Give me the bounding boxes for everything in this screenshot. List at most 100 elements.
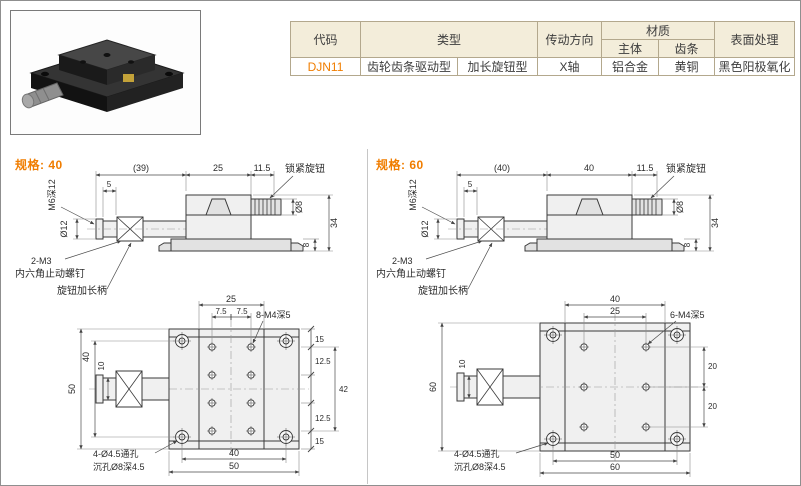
cell-surface: 黑色阳极氧化 (714, 57, 795, 76)
dim-knob-length: 11.5 (637, 163, 654, 173)
dim-shaft-dia: Ø12 (420, 220, 430, 237)
dim-row-gap-1: 20 (708, 362, 717, 371)
spec40-plan-view: 10 25 7.5 7.5 8-M4深5 50 40 (67, 294, 348, 476)
counterbore-note: 沉孔Ø8深4.5 (454, 462, 506, 472)
cell-material-rack: 黄铜 (658, 57, 715, 76)
product-code: DJN11 (290, 57, 361, 76)
spec60-panel: (40) 40 11.5 锁紧旋钮 5 M6深12 Ø12 (370, 151, 800, 485)
dim-hole-dx2: 7.5 (236, 307, 248, 316)
dim-overall-length: (39) (133, 163, 149, 173)
set-screw-count-label: 2-M3 (31, 256, 52, 266)
dim-plate-width: 60 (610, 462, 620, 472)
spec40-title: 规格: 40 (15, 158, 63, 172)
cell-material-body: 铝合金 (601, 57, 659, 76)
spec40-side-view: (39) 25 11.5 锁紧旋钮 5 M6深12 Ø12 (15, 162, 339, 297)
base-plate (536, 238, 673, 252)
spec40-drawings: (39) 25 11.5 锁紧旋钮 5 M6深12 Ø12 (15, 162, 348, 476)
m4-mounting-holes (207, 342, 256, 436)
through-hole-note: 4-Ø4.5通孔 (454, 449, 500, 459)
col-header-material: 材质 (601, 21, 715, 40)
dim-knob-length: 11.5 (254, 163, 271, 173)
lock-knob-label: 锁紧旋钮 (285, 162, 325, 175)
m4-holes-label: 8-M4深5 (256, 310, 291, 320)
dim-plate-height: 50 (67, 384, 77, 394)
dim-body-length: 40 (584, 163, 594, 173)
dim-offset: 5 (468, 180, 473, 189)
through-hole-note: 4-Ø4.5通孔 (93, 449, 139, 459)
dim-hole-dx1: 7.5 (215, 307, 227, 316)
col-header-direction: 传动方向 (537, 21, 602, 58)
dim-knob-dia: Ø8 (294, 201, 304, 213)
col-header-code: 代码 (290, 21, 361, 58)
dim-knob-dia: Ø8 (675, 201, 685, 213)
dim-overall-length: (40) (494, 163, 510, 173)
lock-knob-label: 锁紧旋钮 (666, 162, 706, 175)
spec60-drawings: (40) 40 11.5 锁紧旋钮 5 M6深12 Ø12 (376, 162, 720, 477)
base-ear-left (524, 242, 538, 252)
dim-plate-width: 50 (229, 461, 239, 471)
dim-body-length: 25 (213, 163, 223, 173)
set-screw-count-label: 2-M3 (392, 256, 413, 266)
handle-label: 旋钮加长柄 (418, 284, 468, 297)
spec60-side-view: (40) 40 11.5 锁紧旋钮 5 M6深12 Ø12 (376, 162, 720, 297)
stage-body (185, 194, 252, 240)
col-header-surface: 表面处理 (714, 21, 795, 58)
set-screw-label: 内六角止动螺钉 (376, 267, 446, 280)
spec60-plan-view: 10 40 25 6-M4深5 60 20 20 50 (428, 294, 717, 477)
handle-label: 旋钮加长柄 (57, 284, 107, 297)
dim-hole-col-width: 25 (610, 306, 620, 316)
spec40-panel: (39) 25 11.5 锁紧旋钮 5 M6深12 Ø12 (9, 151, 367, 485)
dim-hole-width: 40 (229, 448, 239, 458)
lock-knob (250, 198, 282, 216)
dim-stage-width: 25 (226, 294, 236, 304)
thread-label: M6深12 (408, 179, 418, 211)
table-row: DJN11 齿轮齿条驱动型 加长旋钮型 X轴 铝合金 黄铜 黑色阳极氧化 (290, 57, 795, 76)
dim-row-gap-2: 12.5 (315, 357, 331, 366)
lock-knob (631, 198, 663, 216)
dim-row-gap-2: 20 (708, 402, 717, 411)
dim-plate-height: 60 (428, 382, 438, 392)
col-header-type: 类型 (360, 21, 538, 58)
panel-divider (367, 149, 368, 484)
thread-label: M6深12 (47, 179, 57, 211)
dim-stage-width: 40 (610, 294, 620, 304)
gear-knob (205, 198, 232, 216)
base-plate (170, 238, 292, 252)
base-ear-left (158, 242, 172, 252)
product-photo (10, 10, 201, 135)
counterbore-note: 沉孔Ø8深4.5 (93, 462, 145, 472)
cell-direction: X轴 (537, 57, 602, 76)
dim-total-height: 34 (710, 218, 720, 228)
dim-base-height: 8 (302, 242, 311, 247)
spec-table: 代码 类型 传动方向 材质 表面处理 主体 齿条 DJN11 齿轮齿条驱动型 加… (290, 21, 795, 76)
dim-shaft-offset: 10 (458, 359, 467, 368)
dim-offset: 5 (107, 180, 112, 189)
cell-type-drive: 齿轮齿条驱动型 (360, 57, 458, 76)
set-screw-label: 内六角止动螺钉 (15, 267, 85, 280)
m4-holes-label: 6-M4深5 (670, 310, 705, 320)
stage-top (57, 39, 157, 85)
gear-knob (575, 198, 604, 216)
dim-base-height: 8 (683, 242, 692, 247)
m4-mounting-holes (579, 342, 651, 432)
spec60-title: 规格: 60 (376, 158, 424, 172)
product-photo-image (11, 11, 200, 134)
col-header-material-rack: 齿条 (658, 39, 715, 58)
dim-row-gap-4: 15 (315, 437, 324, 446)
dim-row-gap-3: 12.5 (315, 414, 331, 423)
dim-shaft-dia: Ø12 (59, 220, 69, 237)
corner-counterbore-holes (173, 332, 295, 446)
dim-hole-dy: 40 (81, 352, 91, 362)
dim-row-gap-1: 15 (315, 335, 324, 344)
dim-hole-width: 50 (610, 450, 620, 460)
dim-shaft-offset: 10 (97, 361, 106, 370)
corner-counterbore-holes (544, 326, 686, 448)
plan-shaft-cap (456, 372, 465, 402)
brass-rack (123, 74, 134, 82)
base-ear-right (671, 242, 685, 252)
col-header-material-body: 主体 (601, 39, 659, 58)
drive-knob (21, 82, 64, 109)
base-ear-right (290, 242, 304, 252)
cell-type-knob: 加长旋钮型 (457, 57, 538, 76)
